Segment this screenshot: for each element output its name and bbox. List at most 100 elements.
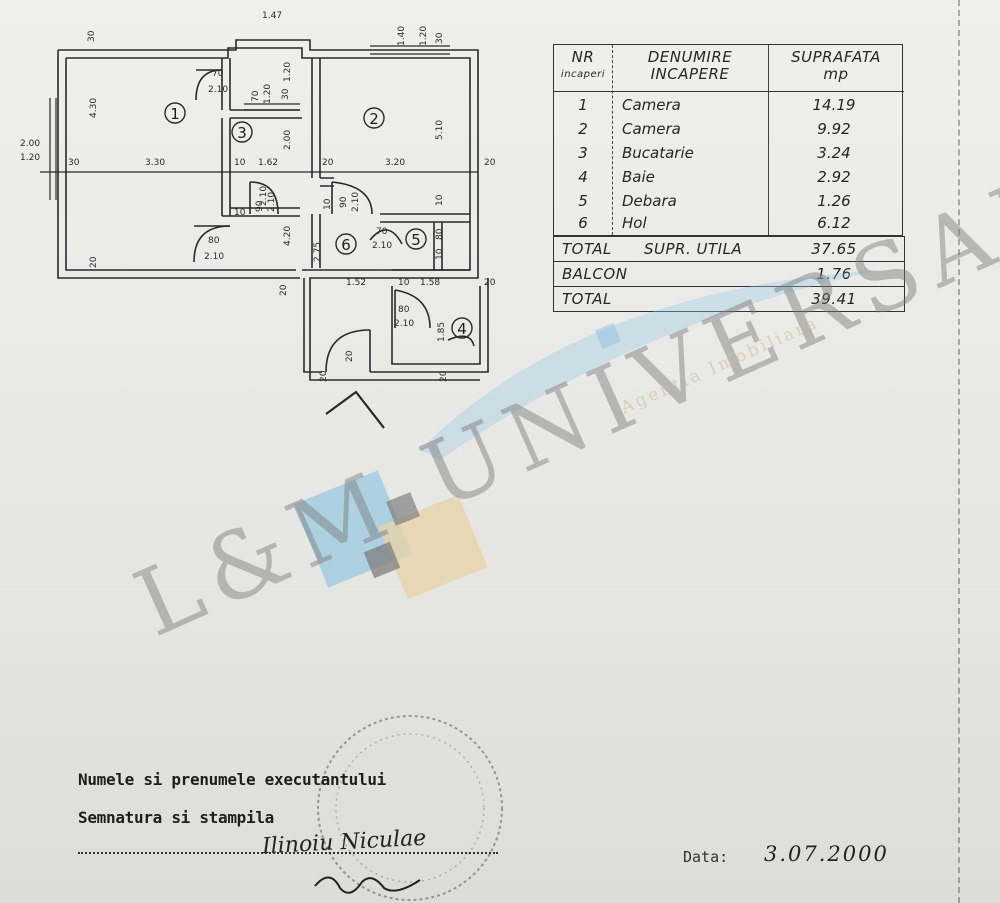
date-label: Data: [683,848,729,866]
room-marker-5 [405,228,427,250]
total-row: TOTAL SUPR. UTILA 37.65 [553,236,905,262]
room-marker-4 [451,317,473,339]
table-row: 1 Camera 14.19 [554,93,904,117]
row-area: 14.19 [812,96,856,114]
row-name: Bucatarie [622,144,694,162]
dim-top-30b: 30 [435,32,445,44]
grand-total-value: 39.41 [811,290,857,308]
row-area: 3.24 [817,144,851,162]
header-area-2: mp [823,65,849,83]
dim-r2-510: 5.10 [435,120,445,140]
dim-r1-10: 10 [234,158,246,168]
row-area: 6.12 [817,214,851,232]
room-number-2: 2 [369,110,379,128]
dim-h-275: 2.75 [313,242,323,262]
dim-h-158: 1.58 [420,278,440,288]
dim-h-20: 20 [484,278,496,288]
room-marker-3 [231,121,253,143]
row-nr: 1 [578,96,588,114]
room-marker-1 [164,102,186,124]
dim-top-140: 1.40 [397,26,407,46]
row-name: Debara [622,192,677,210]
executant-name-label: Numele si prenumele executantului [78,770,386,789]
dim-d3-10: 10 [234,208,246,218]
signature-dotted-line [78,852,498,854]
row-nr: 3 [578,144,588,162]
dim-h-20c: 20 [319,370,329,382]
dim-left-200: 2.00 [20,139,40,149]
dim-d6-text-a: 20 [345,350,355,362]
table-row: 6 Hol 6.12 [554,211,904,235]
dim-d6-210: 2.10 [394,319,414,329]
dim-d4-210: 2.10 [267,192,277,212]
dim-d6-80: 80 [398,305,410,315]
dim-d1-70: 70 [212,69,224,79]
dim-d1-210: 2.10 [208,85,228,95]
room-number-5: 5 [411,231,421,249]
dim-r2-20: 20 [322,158,334,168]
handwritten-signature [314,876,421,894]
official-stamp [317,715,503,901]
dim-d5-210: 2.10 [372,241,392,251]
table-row: 4 Baie 2.92 [554,165,904,189]
row-nr: 5 [578,192,588,210]
grand-total-row: TOTAL 39.41 [553,287,905,312]
row-nr: 4 [578,168,588,186]
dim-d7-210: 2.10 [351,192,361,212]
table-divider [612,45,613,235]
dim-d2-70: 70 [251,90,261,102]
dim-top-30a: 30 [87,30,97,42]
dim-h-20b: 20 [279,284,289,296]
room-number-6: 6 [341,236,351,254]
dim-d2-30: 30 [281,88,291,100]
dim-r3-162: 1.62 [258,158,278,168]
dim-d4-90: 90 [255,200,265,212]
dim-r2-20b: 20 [484,158,496,168]
paper-edge [958,0,962,903]
area-table: NR incaperi DENUMIRE INCAPERE SUPRAFATA … [553,44,905,312]
area-table-grid: NR incaperi DENUMIRE INCAPERE SUPRAFATA … [553,44,904,236]
dim-r3-200: 2.00 [283,130,293,150]
dim-left-20: 20 [89,256,99,268]
header-nr-sub: incaperi [560,69,606,80]
dim-d2-120b: 1.20 [283,62,293,82]
row-area: 9.92 [817,120,851,138]
table-row: 5 Debara 1.26 [554,189,904,213]
row-area: 1.26 [817,192,851,210]
date-value: 3.07.2000 [764,842,889,866]
watermark-swoosh [420,270,880,460]
balcon-value: 1.76 [794,262,874,286]
dim-r2-320: 3.20 [385,158,405,168]
dim-h-10: 10 [398,278,410,288]
signature-stamp-label: Semnatura si stampila [78,808,274,827]
table-divider [768,45,769,235]
row-nr: 2 [578,120,588,138]
total-middle: SUPR. UTILA [644,240,743,258]
dim-d3-80: 80 [208,236,220,246]
dim-d2-120: 1.20 [263,84,273,104]
dim-top-120: 1.20 [419,26,429,46]
table-row: 2 Camera 9.92 [554,117,904,141]
dim-d3-210: 2.10 [204,252,224,262]
row-name: Camera [622,120,681,138]
header-nr: NR [571,48,595,66]
dim-top-147: 1.47 [262,11,282,21]
dim-r1-330: 3.30 [145,158,165,168]
dim-r1-30: 30 [68,158,80,168]
row-name: Camera [622,96,681,114]
dim-h-10c: 10 [435,248,445,260]
table-row: 3 Bucatarie 3.24 [554,141,904,165]
dim-h-80: 80 [435,228,445,240]
row-nr: 6 [578,214,588,232]
dim-d3-210b: 2.10 [259,186,269,206]
room-marker-2 [363,107,385,129]
header-area-1: SUPRAFATA [791,48,881,66]
room-number-1: 1 [170,105,180,123]
balcon-row: BALCON 1.76 [553,262,905,287]
header-name-1: DENUMIRE [647,48,733,66]
table-header-rule [554,91,904,92]
dim-d7-90: 90 [339,196,349,208]
total-label: TOTAL [562,240,612,258]
